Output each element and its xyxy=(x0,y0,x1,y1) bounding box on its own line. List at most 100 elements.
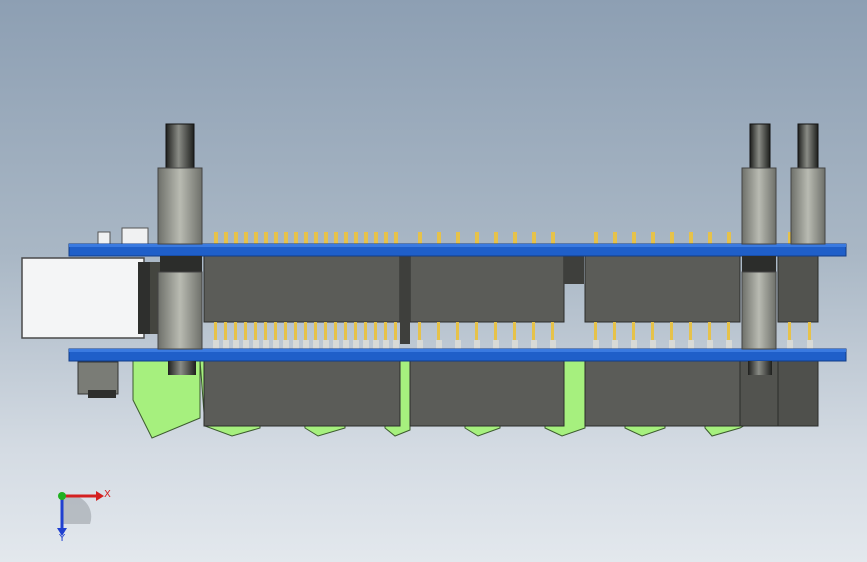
x-axis-label: X xyxy=(104,489,111,500)
header-pin xyxy=(254,322,257,349)
header-pin xyxy=(613,232,617,244)
pin-socket xyxy=(293,340,299,349)
pin-socket xyxy=(353,340,359,349)
header-pin xyxy=(594,232,598,244)
header-pin xyxy=(374,322,377,349)
header-pin xyxy=(594,322,597,349)
header-pin xyxy=(418,232,422,244)
header-pin xyxy=(354,322,357,349)
header-pin xyxy=(214,322,217,349)
header-pin xyxy=(244,322,247,349)
header-pin xyxy=(334,322,337,349)
pin-socket xyxy=(688,340,694,349)
upper-relays xyxy=(203,255,819,344)
header-pin xyxy=(456,232,460,244)
pin-socket xyxy=(393,340,399,349)
header-pin xyxy=(304,232,308,244)
header-pin xyxy=(494,232,498,244)
header-pin xyxy=(214,232,218,244)
pin-socket xyxy=(807,340,813,349)
header-pin xyxy=(689,322,692,349)
header-pin xyxy=(708,322,711,349)
header-pin xyxy=(254,232,258,244)
header-pin xyxy=(314,322,317,349)
pin-socket xyxy=(343,340,349,349)
header-pin xyxy=(788,232,792,244)
pin-socket xyxy=(243,340,249,349)
axis-triad: X Y xyxy=(57,489,111,544)
pin-socket xyxy=(455,340,461,349)
pin-socket xyxy=(313,340,319,349)
header-pin xyxy=(384,232,388,244)
header-pin xyxy=(532,232,536,244)
header-pin xyxy=(234,232,238,244)
header-pin xyxy=(294,232,298,244)
header-pin xyxy=(632,322,635,349)
header-pin xyxy=(437,232,441,244)
pin-socket xyxy=(631,340,637,349)
pin-socket xyxy=(273,340,279,349)
header-pin xyxy=(374,232,378,244)
header-pin xyxy=(274,322,277,349)
header-pin xyxy=(294,322,297,349)
header-pin xyxy=(689,232,693,244)
header-pin xyxy=(394,232,398,244)
pin-socket xyxy=(417,340,423,349)
header-pin xyxy=(264,322,267,349)
header-pin xyxy=(284,322,287,349)
pin-socket xyxy=(253,340,259,349)
header-pin xyxy=(437,322,440,349)
pin-socket xyxy=(550,340,556,349)
pin-socket xyxy=(233,340,239,349)
header-pin xyxy=(394,322,397,349)
header-pin xyxy=(551,232,555,244)
pin-socket xyxy=(707,340,713,349)
usb-connector xyxy=(21,257,164,339)
header-pin xyxy=(284,232,288,244)
header-pin xyxy=(727,232,731,244)
header-pin xyxy=(334,232,338,244)
header-pin xyxy=(651,322,654,349)
header-pin xyxy=(632,232,636,244)
pin-socket xyxy=(474,340,480,349)
pin-socket xyxy=(323,340,329,349)
header-pin xyxy=(234,322,237,349)
header-pin xyxy=(384,322,387,349)
pin-socket xyxy=(669,340,675,349)
header-pin xyxy=(364,232,368,244)
header-pins xyxy=(213,232,813,349)
header-pin xyxy=(532,322,535,349)
header-pin xyxy=(708,232,712,244)
pin-socket xyxy=(612,340,618,349)
pin-socket xyxy=(383,340,389,349)
pin-socket xyxy=(436,340,442,349)
header-pin xyxy=(670,322,673,349)
header-pin xyxy=(364,322,367,349)
header-pin xyxy=(344,232,348,244)
pin-socket xyxy=(213,340,219,349)
header-pin xyxy=(727,322,730,349)
pin-socket xyxy=(223,340,229,349)
small-components xyxy=(77,227,149,398)
header-pin xyxy=(244,232,248,244)
upper-pcb xyxy=(68,243,847,257)
pin-socket xyxy=(787,340,793,349)
lower-relays xyxy=(203,359,819,427)
header-pin xyxy=(513,322,516,349)
pin-socket xyxy=(726,340,732,349)
header-pin xyxy=(224,232,228,244)
z-axis-dot xyxy=(58,492,66,500)
header-pin xyxy=(475,232,479,244)
header-pin xyxy=(494,322,497,349)
header-pin xyxy=(456,322,459,349)
standoffs xyxy=(157,123,826,375)
pin-socket xyxy=(512,340,518,349)
lower-pcb xyxy=(68,348,847,362)
pin-socket xyxy=(333,340,339,349)
header-pin xyxy=(224,322,227,349)
header-pin xyxy=(304,322,307,349)
pin-socket xyxy=(650,340,656,349)
pin-socket xyxy=(363,340,369,349)
header-pin xyxy=(670,232,674,244)
